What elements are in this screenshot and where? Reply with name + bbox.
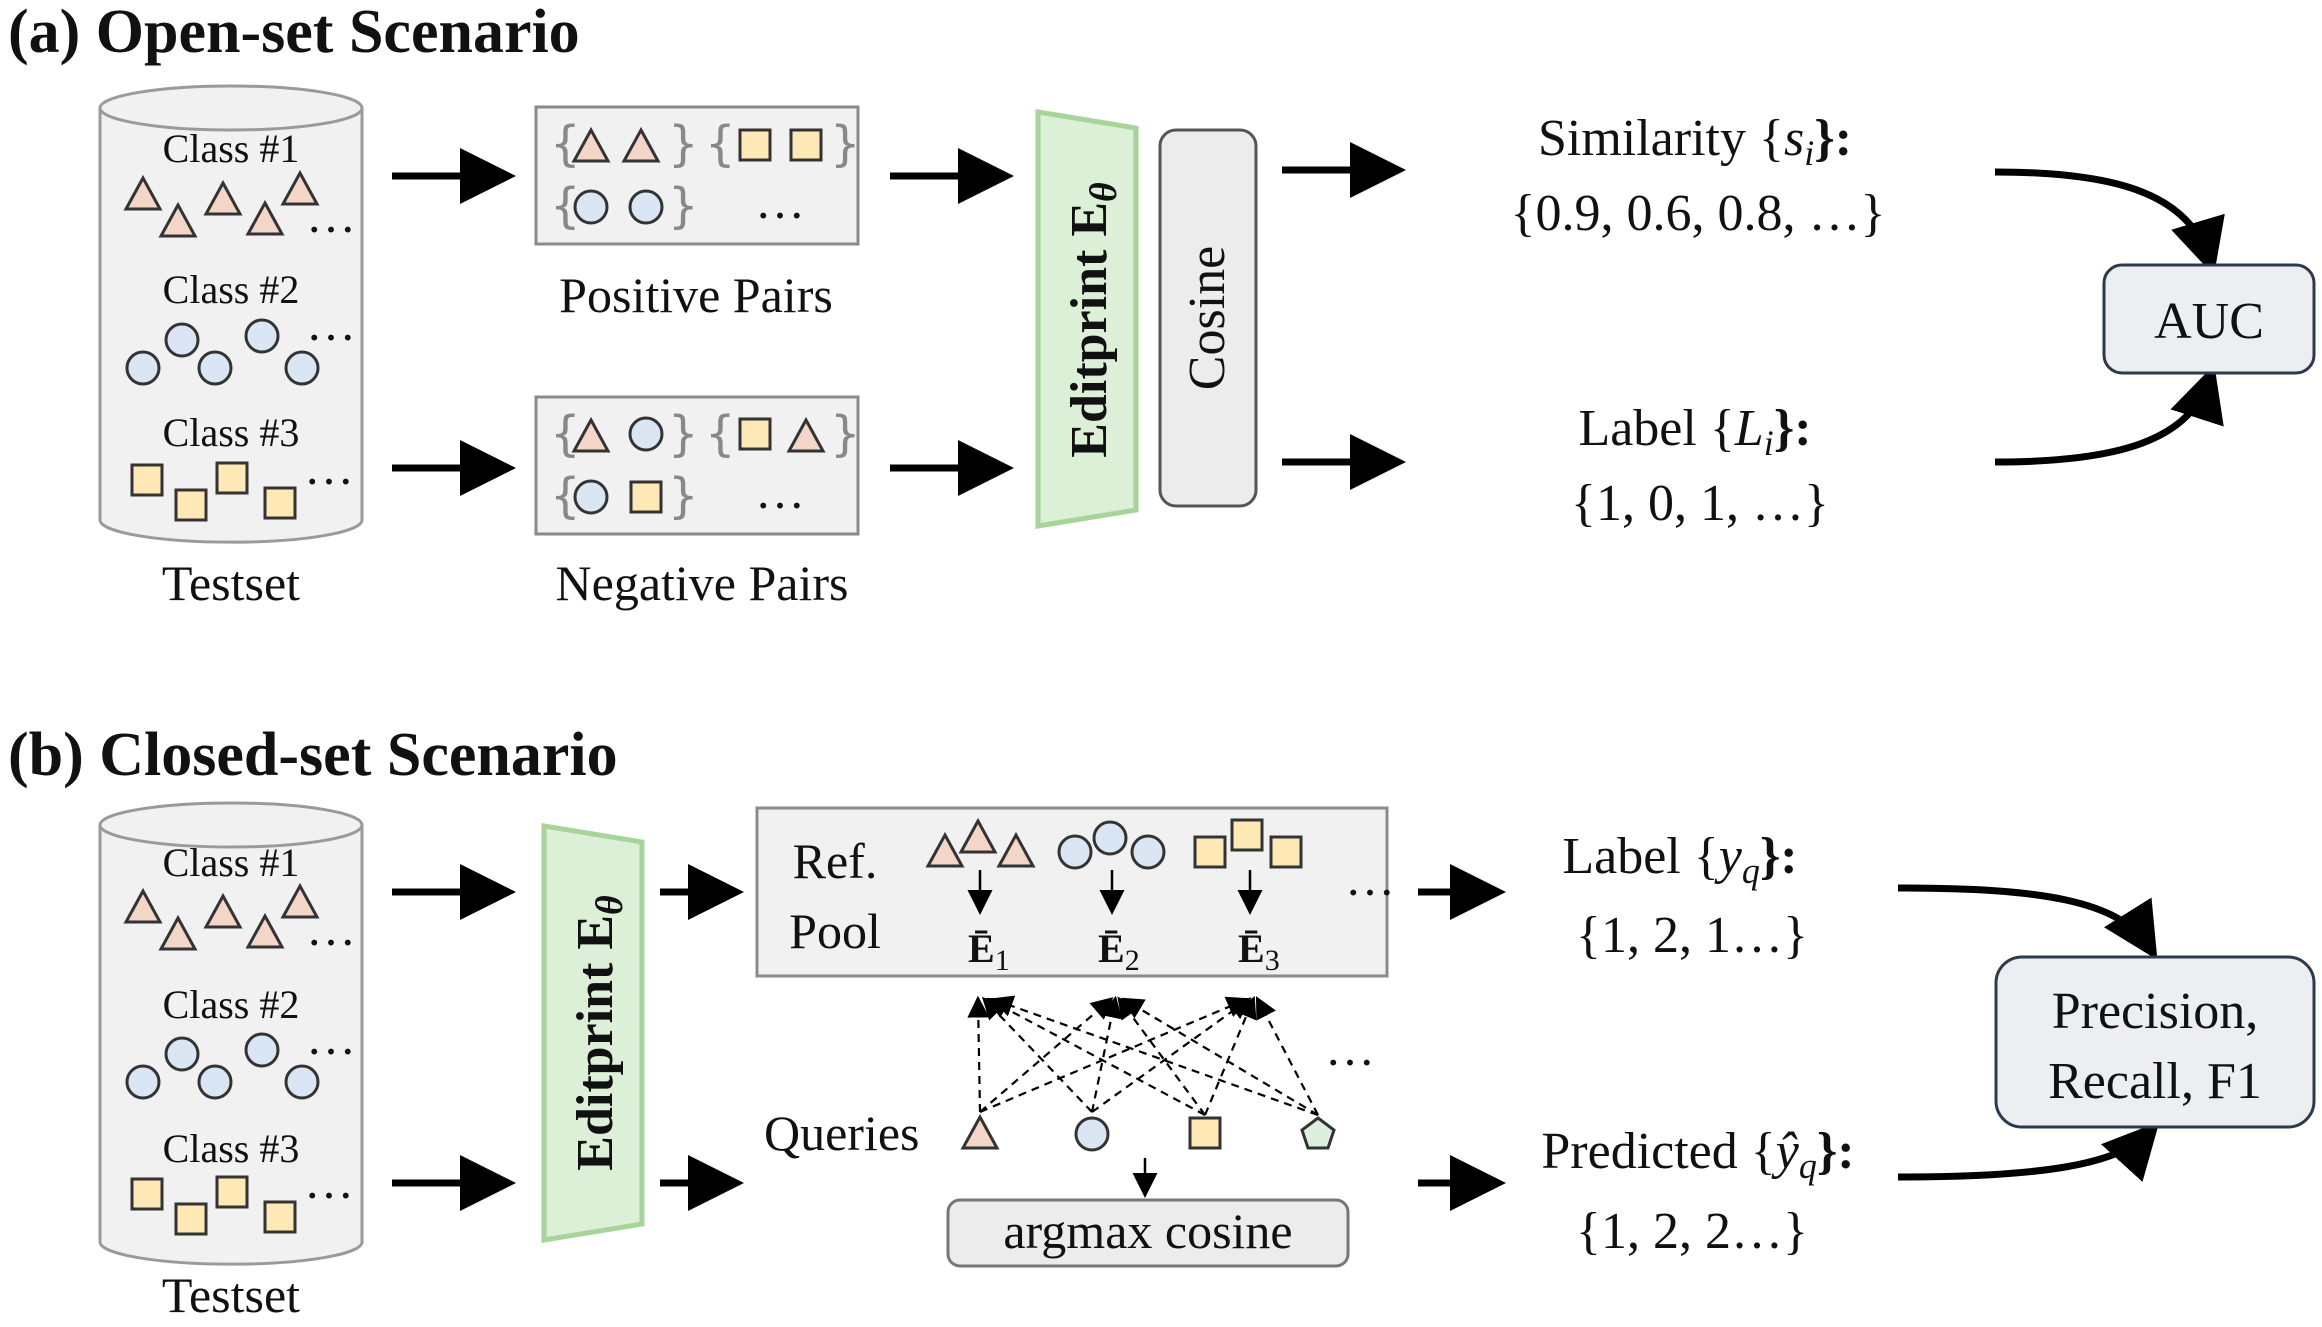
editprint-encoder-b — [541, 823, 645, 1243]
arrow — [1994, 168, 2225, 276]
arrow — [1897, 1121, 2160, 1182]
label-y-values: {1, 2, 1…} — [1576, 907, 1808, 964]
svg-text:{: { — [550, 406, 581, 462]
ref-label: Ref. — [793, 833, 878, 889]
predicted-label: Predicted {ŷq}: — [1541, 1123, 1854, 1186]
class-3-label-a: Class #3 — [163, 410, 300, 455]
embedding-2: Ē2 — [1098, 926, 1140, 977]
testset-cylinder-a — [98, 84, 364, 544]
recall-f1-label: Recall, F1 — [2048, 1053, 2262, 1110]
editprint-encoder-label-b: Editprint Eθ — [567, 895, 631, 1171]
editprint-encoder-a — [1035, 109, 1139, 529]
class-1-label-b: Class #1 — [163, 840, 300, 885]
testset-label-b: Testset — [162, 1267, 300, 1323]
heading-open-set: (a) Open-set Scenario — [8, 0, 580, 66]
auc-label: AUC — [2154, 293, 2264, 350]
svg-text:}: } — [668, 116, 699, 172]
ellipsis: … — [304, 439, 354, 495]
pool-label: Pool — [789, 903, 881, 959]
cosine-box — [1158, 128, 1258, 508]
embedding-3: Ē3 — [1238, 926, 1280, 977]
heading-closed-set: (b) Closed-set Scenario — [8, 721, 618, 789]
ellipsis: … — [306, 1009, 356, 1065]
positive-pairs-shapes: {} {} {} — [550, 116, 861, 234]
similarity-values: {0.9, 0.6, 0.8, …} — [1511, 185, 1886, 242]
label-l-label: Label {Li}: — [1578, 400, 1811, 463]
embedding-1: Ē1 — [968, 926, 1010, 977]
svg-text:}: } — [668, 468, 699, 524]
negative-pairs-label: Negative Pairs — [556, 555, 849, 611]
svg-text:{: { — [705, 116, 736, 172]
svg-text:}: } — [668, 406, 699, 462]
argmax-cosine-box — [946, 1198, 1350, 1268]
class-2-label-a: Class #2 — [163, 267, 300, 312]
arrow — [1994, 364, 2224, 466]
ellipsis: … — [306, 295, 356, 351]
ellipsis: … — [1325, 1020, 1375, 1076]
editprint-encoder-label-a: Editprint Eθ — [1061, 182, 1125, 458]
testset-cylinder-b — [98, 801, 364, 1266]
ellipsis: … — [304, 1153, 354, 1209]
svg-text:{: { — [550, 116, 581, 172]
testset-label-a: Testset — [162, 555, 300, 611]
precision-label: Precision, — [2052, 983, 2259, 1040]
precision-recall-f1-box — [1994, 955, 2316, 1129]
auc-box — [2102, 263, 2316, 375]
label-l-values: {1, 0, 1, …} — [1571, 475, 1829, 532]
label-y-label: Label {yq}: — [1562, 828, 1797, 891]
ellipsis: … — [755, 173, 805, 229]
predicted-values: {1, 2, 2…} — [1576, 1203, 1808, 1260]
similarity-label: Similarity {si}: — [1538, 110, 1852, 173]
ellipsis: … — [755, 463, 805, 519]
svg-text:}: } — [830, 116, 861, 172]
svg-text:}: } — [668, 178, 699, 234]
svg-text:{: { — [705, 406, 736, 462]
svg-text:}: } — [830, 406, 861, 462]
queries-label: Queries — [764, 1105, 920, 1161]
cosine-label: Cosine — [1179, 246, 1236, 390]
argmax-cosine-label: argmax cosine — [1003, 1203, 1292, 1259]
query-to-embedding-lines — [967, 995, 1319, 1117]
ellipsis: … — [1345, 850, 1395, 906]
negative-pairs-shapes: {} {} {} — [550, 406, 861, 524]
positive-pairs-label: Positive Pairs — [559, 267, 833, 323]
class-3-label-b: Class #3 — [163, 1126, 300, 1171]
class-2-label-b: Class #2 — [163, 982, 300, 1027]
ellipsis: … — [306, 900, 356, 956]
ellipsis: … — [306, 187, 356, 243]
query-shapes — [961, 1115, 1336, 1152]
arrow — [1897, 884, 2158, 960]
class-1-label-a: Class #1 — [163, 126, 300, 171]
